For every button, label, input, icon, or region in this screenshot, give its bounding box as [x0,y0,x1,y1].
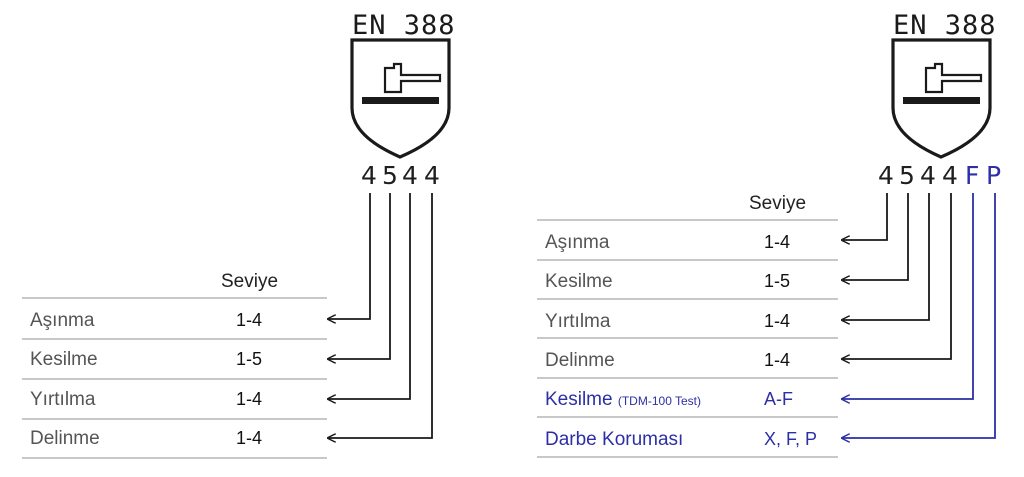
code-digit: 5 [382,161,398,190]
arrow-left-icon [842,193,930,320]
arrow-left-icon [328,193,371,319]
property-label: Kesilme [30,349,98,370]
code-digit: 5 [899,161,915,190]
arrow-left-icon [842,193,952,359]
code-letter: F [965,161,980,190]
level-value: 1-4 [236,310,263,330]
property-note: (TDM-100 Test) [617,394,701,408]
level-value: 1-4 [236,428,263,448]
property-label: Darbe Koruması [545,429,684,450]
right-connectors [842,193,996,438]
level-value: 1-4 [764,232,791,252]
code-digit: 4 [942,161,958,190]
left-table-lines [22,297,327,459]
level-value: 1-4 [764,350,791,370]
arrow-left-icon [842,193,909,280]
shield-hammer-icon [891,38,992,159]
level-header: Seviye [221,271,279,292]
property-label: Yırtılma [30,389,96,410]
code-letter: P [986,161,1002,190]
property-label: Aşınma [545,232,610,253]
property-label: Aşınma [30,310,95,331]
level-value: A-F [764,389,793,409]
property-label: Delinme [545,350,615,371]
arrow-left-icon [842,193,974,399]
level-value: 1-5 [764,271,791,291]
code-digit: 4 [878,161,894,190]
property-label: Yırtılma [545,311,611,332]
property-label: Delinme [30,428,100,449]
arrow-left-icon [328,193,411,399]
property-name: Kesilme [545,389,613,410]
property-label: Kesilme (TDM-100 Test) [545,390,701,409]
shield-hammer-icon [350,38,451,159]
right-table-lines [537,219,838,458]
arrow-left-icon [328,193,391,359]
code-digit: 4 [424,161,440,190]
level-value: 1-4 [236,389,263,409]
left-connectors [328,193,433,438]
level-value: 1-4 [764,311,791,331]
arrow-left-icon [842,193,888,240]
level-value: 1-5 [236,349,263,369]
level-value: X, F, P [764,429,818,449]
code-digit: 4 [361,161,377,190]
arrow-left-icon [328,193,433,438]
standard-label: EN 388 [893,10,997,41]
code-digit: 4 [402,161,418,190]
level-header: Seviye [749,193,807,214]
standard-label: EN 388 [352,10,456,41]
code-digit: 4 [920,161,936,190]
property-label: Kesilme [545,271,613,292]
arrow-left-icon [842,193,996,438]
